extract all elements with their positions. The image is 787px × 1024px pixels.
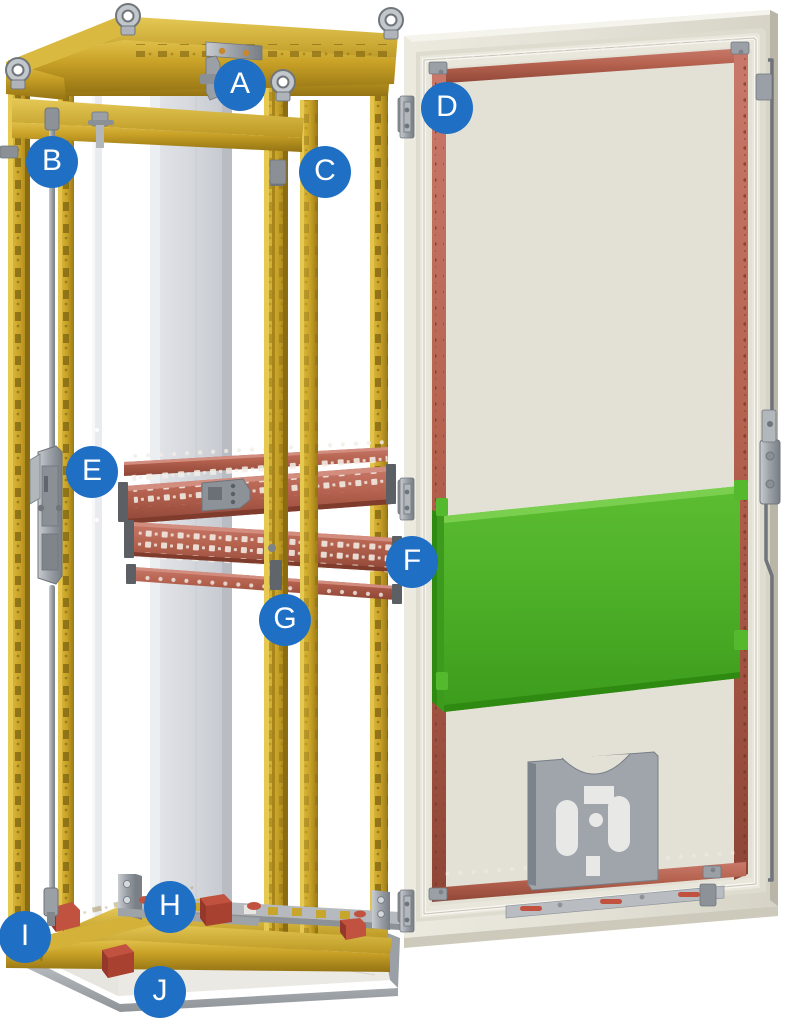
callout-label: C <box>314 154 336 187</box>
door-hinge-top <box>399 95 415 139</box>
lock-rod-assembly <box>29 107 63 926</box>
callout-marker-c[interactable]: C <box>299 146 351 198</box>
document-pocket-holder <box>527 751 659 891</box>
callout-label: A <box>229 67 250 100</box>
interior-rear-post <box>92 96 102 926</box>
door-lock-mechanism <box>29 445 63 585</box>
callout-label: I <box>20 919 30 952</box>
callout-label: E <box>81 454 102 487</box>
callout-label: F <box>402 544 422 577</box>
frame-post-front-left <box>8 60 30 960</box>
frame-post-center <box>264 88 288 968</box>
callout-marker-b[interactable]: B <box>26 136 78 188</box>
door-hinges <box>399 95 415 933</box>
green-mounting-plate <box>432 480 748 712</box>
door-lock-rod-mechanism <box>755 58 781 882</box>
lifting-eye <box>115 3 141 36</box>
lock-rod-lower-fitting <box>43 887 59 926</box>
callout-marker-a[interactable]: A <box>214 59 266 111</box>
callout-label: G <box>273 602 297 635</box>
lifting-eye <box>270 69 296 102</box>
callout-marker-i[interactable]: I <box>0 911 51 963</box>
lifting-eye <box>5 57 31 90</box>
lifting-eye <box>378 7 404 40</box>
callout-label: D <box>436 90 458 123</box>
callout-label: J <box>152 974 168 1007</box>
callout-marker-f[interactable]: F <box>386 536 438 588</box>
door-bottom-din-rail <box>505 883 725 919</box>
lifting-eye-bolts <box>5 3 404 102</box>
frame-post-front-right <box>300 100 318 966</box>
callout-label: B <box>41 144 62 177</box>
base-corner-bracket-right <box>372 890 390 930</box>
door-hinge-middle <box>399 477 415 521</box>
callout-marker-e[interactable]: E <box>66 446 118 498</box>
frame-beam-top-inner <box>12 98 304 152</box>
mounting-rail-upper-wide <box>118 454 396 524</box>
callout-marker-j[interactable]: J <box>134 966 186 1018</box>
callout-marker-g[interactable]: G <box>259 594 311 646</box>
callout-label: H <box>159 889 181 922</box>
door-hinge-bottom <box>399 889 415 933</box>
enclosure-door <box>399 10 781 948</box>
callout-marker-d[interactable]: D <box>421 82 473 134</box>
mounting-rail-upper-thin <box>124 437 388 476</box>
callout-marker-h[interactable]: H <box>144 881 196 933</box>
rear-post-clamp <box>88 111 114 148</box>
